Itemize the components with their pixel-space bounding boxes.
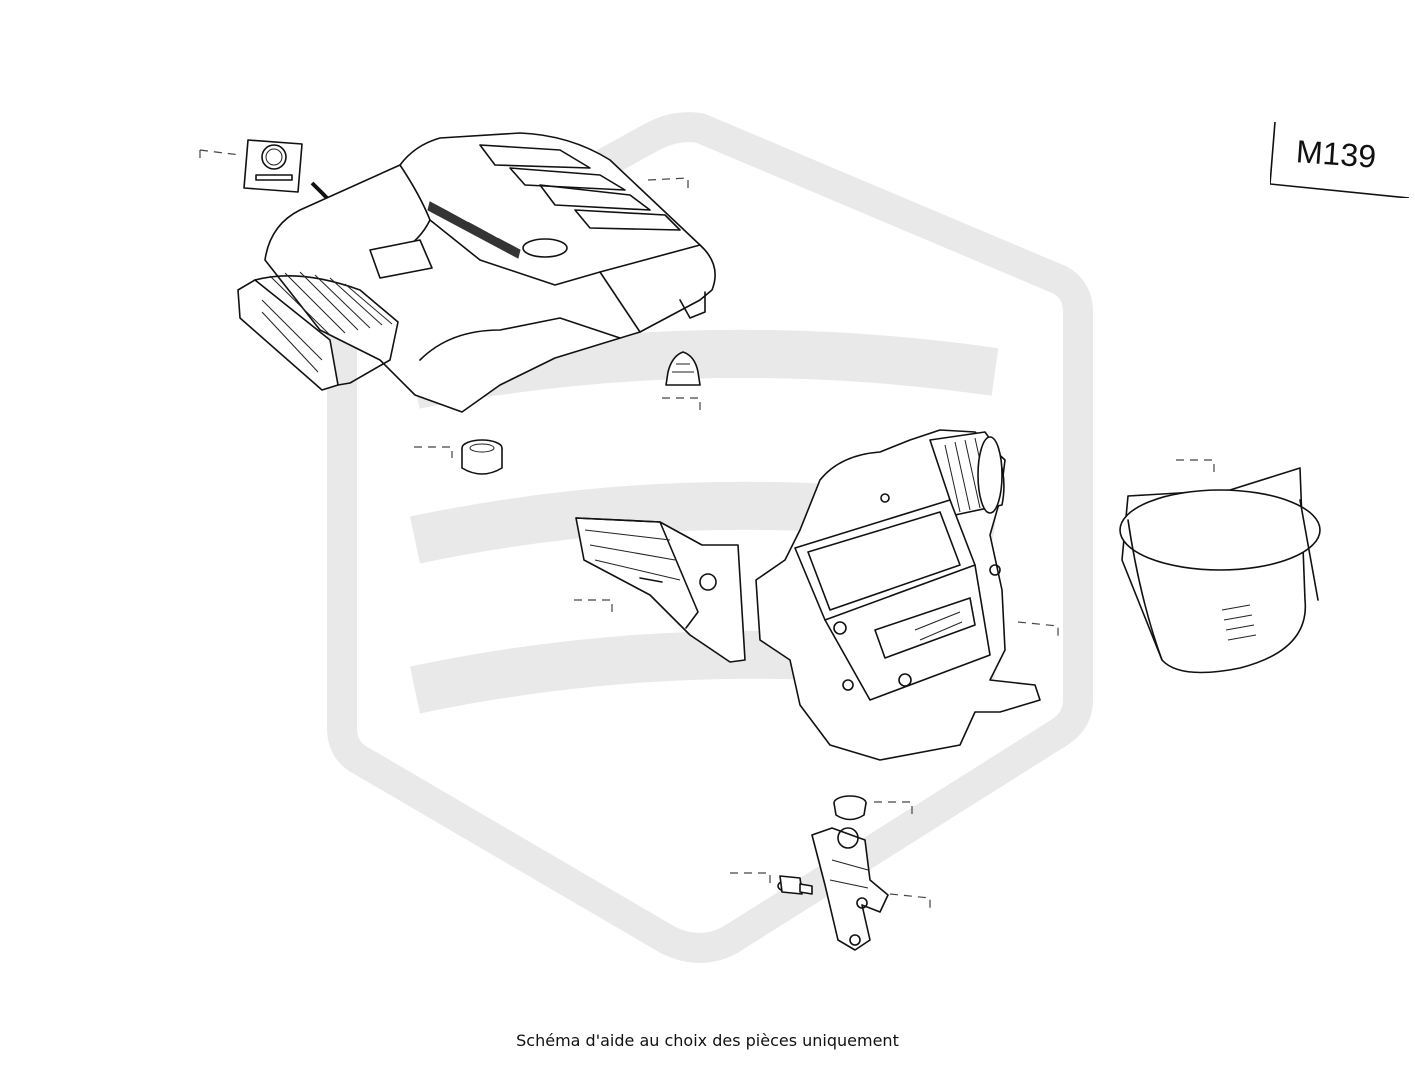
engine-code-label: M139 [1294,133,1378,175]
cover-mount-bushing[interactable] [647,177,701,410]
intake-hose [929,431,1005,516]
intake-bellows [237,271,399,391]
rubber-grommet[interactable] [414,439,503,475]
air-filter-housing[interactable] [755,429,1059,761]
amg-logo [427,201,521,259]
label-sticker[interactable] [199,139,303,193]
mounting-bracket[interactable] [811,827,931,951]
air-filter-element[interactable] [1119,459,1321,674]
engine-code-box [1270,120,1410,198]
bracket-grommet[interactable] [833,795,913,821]
engine-cover[interactable] [237,132,716,413]
air-intake-duct[interactable] [574,517,746,663]
flange-bolt[interactable] [730,872,813,895]
diagram-caption: Schéma d'aide au choix des pièces unique… [516,1031,899,1050]
